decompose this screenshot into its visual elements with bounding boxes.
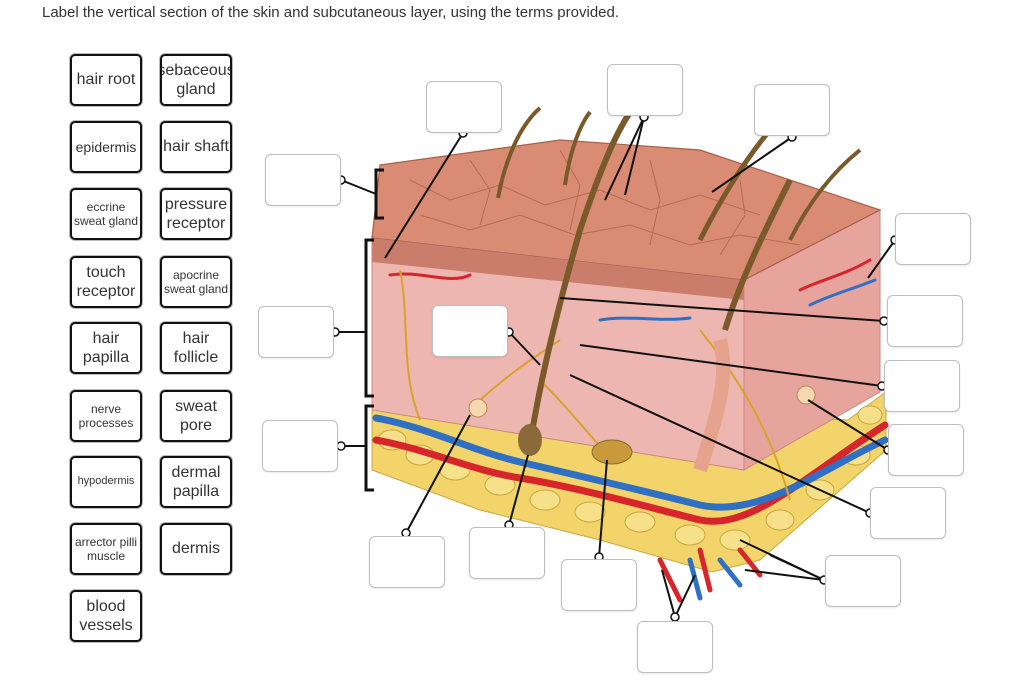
term-nerve-processes[interactable]: nerve processes xyxy=(70,390,142,442)
term-arrector-pilli-muscle[interactable]: arrector pilli muscle xyxy=(70,523,142,575)
term-dermis[interactable]: dermis xyxy=(160,523,232,575)
fat-lobules xyxy=(377,405,883,551)
epidermis-edge xyxy=(372,238,744,300)
term-pressure-receptor[interactable]: pressure receptor xyxy=(160,188,232,240)
term-eccrine-sweat-gland[interactable]: eccrine sweat gland xyxy=(70,188,142,240)
drop-target[interactable] xyxy=(870,487,946,539)
term-hair-shaft[interactable]: hair shaft xyxy=(160,121,232,173)
drop-target[interactable] xyxy=(265,154,341,206)
term-epidermis[interactable]: epidermis xyxy=(70,121,142,173)
blood-vessel-network xyxy=(372,258,889,603)
drop-target[interactable] xyxy=(426,81,502,133)
drop-target[interactable] xyxy=(825,555,901,607)
term-dermal-papilla[interactable]: dermal papilla xyxy=(160,456,232,508)
receptor-shape xyxy=(796,385,816,405)
term-sweat-pore[interactable]: sweat pore xyxy=(160,390,232,442)
term-touch-receptor[interactable]: touch receptor xyxy=(70,256,142,308)
term-hair-follicle[interactable]: hair follicle xyxy=(160,322,232,374)
instruction-text: Label the vertical section of the skin a… xyxy=(42,4,620,21)
drop-target[interactable] xyxy=(561,559,637,611)
term-hair-root[interactable]: hair root xyxy=(70,54,142,106)
leader-lines xyxy=(335,116,896,618)
drop-target[interactable] xyxy=(607,64,683,116)
term-hypodermis[interactable]: hypodermis xyxy=(70,456,142,508)
drop-target[interactable] xyxy=(258,306,334,358)
term-hair-papilla[interactable]: hair papilla xyxy=(70,322,142,374)
pressure-receptor-shape xyxy=(591,439,633,465)
drop-target[interactable] xyxy=(888,424,964,476)
receptor-shape xyxy=(468,398,488,418)
drop-target[interactable] xyxy=(432,305,508,357)
term-blood-vessels[interactable]: blood vessels xyxy=(70,590,142,642)
drop-target[interactable] xyxy=(754,84,830,136)
drop-target[interactable] xyxy=(469,527,545,579)
drop-target[interactable] xyxy=(369,536,445,588)
drop-target[interactable] xyxy=(262,420,338,472)
drop-target[interactable] xyxy=(637,621,713,673)
drop-target[interactable] xyxy=(895,213,971,265)
term-sebaceous-gland[interactable]: sebaceous gland xyxy=(160,54,232,106)
drop-target[interactable] xyxy=(887,295,963,347)
term-apocrine-sweat-gland[interactable]: apocrine sweat gland xyxy=(160,256,232,308)
hairs xyxy=(496,97,862,473)
drop-target[interactable] xyxy=(884,360,960,412)
skin-texture xyxy=(409,149,801,256)
